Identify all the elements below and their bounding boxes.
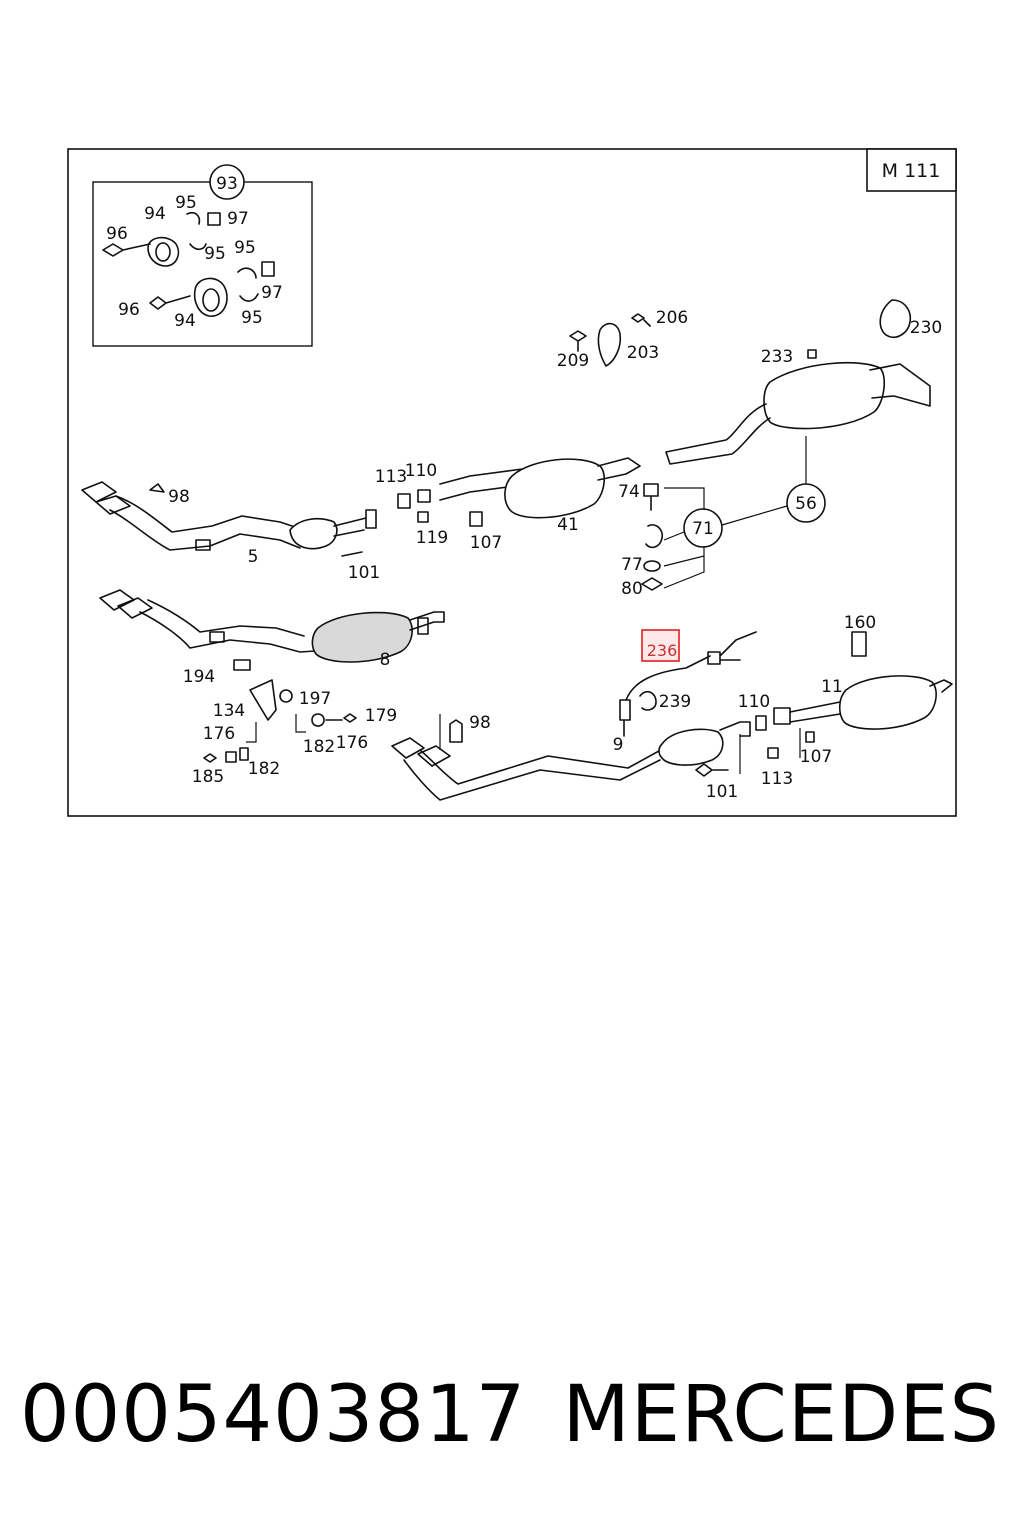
inset-label-95c: 95 (234, 238, 256, 258)
label-182-left: 182 (248, 759, 280, 779)
inset-label-97b: 97 (261, 283, 283, 303)
label-209: 209 (557, 351, 589, 371)
inset-gasket-kit: 93 96 94 95 95 97 95 97 96 94 95 (92, 164, 313, 347)
inset-label-94b: 94 (174, 311, 196, 331)
part-number: 0005403817 (20, 1370, 527, 1460)
label-98-lower: 98 (469, 713, 491, 733)
label-110-upper: 110 (405, 461, 437, 481)
label-233: 233 (761, 347, 793, 367)
label-176-right: 176 (336, 733, 368, 753)
label-203: 203 (627, 343, 659, 363)
label-113-upper: 113 (375, 467, 407, 487)
label-5: 5 (248, 547, 259, 567)
brand-name: MERCEDES (562, 1370, 1000, 1460)
label-8: 8 (380, 650, 391, 670)
engine-code-box (866, 148, 957, 192)
label-182-right: 182 (303, 737, 335, 757)
rubber-hangers-203-206-209 (569, 313, 651, 367)
label-80: 80 (621, 579, 643, 599)
label-134: 134 (213, 701, 245, 721)
highlight-box-236 (641, 629, 680, 662)
label-101-upper: 101 (348, 563, 380, 583)
label-194: 194 (183, 667, 215, 687)
exhaust-pipe-upper (81, 457, 641, 557)
inset-label-95b: 95 (204, 244, 226, 264)
inset-label-96b: 96 (118, 300, 140, 320)
callouts-71-56 (641, 483, 826, 591)
label-9: 9 (613, 735, 624, 755)
label-110-lower: 110 (738, 692, 770, 712)
inset-label-95d: 95 (241, 308, 263, 328)
label-185: 185 (192, 767, 224, 787)
label-107-upper: 107 (470, 533, 502, 553)
inset-label-97a: 97 (227, 209, 249, 229)
label-11: 11 (821, 677, 843, 697)
inset-label-96a: 96 (106, 224, 128, 244)
label-160: 160 (844, 613, 876, 633)
inset-label-94a: 94 (144, 204, 166, 224)
label-56: 56 (795, 494, 817, 514)
label-71: 71 (692, 519, 714, 539)
label-206: 206 (656, 308, 688, 328)
part-labels: 209 206 203 233 230 113 110 98 5 101 119… (168, 308, 942, 802)
label-119: 119 (416, 528, 448, 548)
label-77: 77 (621, 555, 643, 575)
label-74: 74 (618, 482, 640, 502)
diagram-frame (67, 148, 957, 817)
label-107-lower: 107 (800, 747, 832, 767)
bracket-hardware (203, 679, 357, 763)
inset-callout-93: 93 (216, 174, 238, 194)
footer-caption: 0005403817 MERCEDES (0, 1370, 1024, 1470)
inset-label-95a: 95 (175, 193, 197, 213)
exhaust-pipe-middle (99, 589, 867, 671)
callout-236: 236 (647, 641, 678, 660)
label-98-upper: 98 (168, 487, 190, 507)
label-197: 197 (299, 689, 331, 709)
engine-code-label: M 111 (882, 160, 941, 182)
oxygen-sensor-236 (619, 631, 757, 737)
label-176-left: 176 (203, 724, 235, 744)
label-41: 41 (557, 515, 579, 535)
label-101-lower: 101 (706, 782, 738, 802)
label-179: 179 (365, 706, 397, 726)
label-239: 239 (659, 692, 691, 712)
exhaust-pipe-lower (391, 675, 953, 801)
label-230: 230 (910, 318, 942, 338)
label-113-lower: 113 (761, 769, 793, 789)
rear-muffler-upper (665, 299, 931, 500)
